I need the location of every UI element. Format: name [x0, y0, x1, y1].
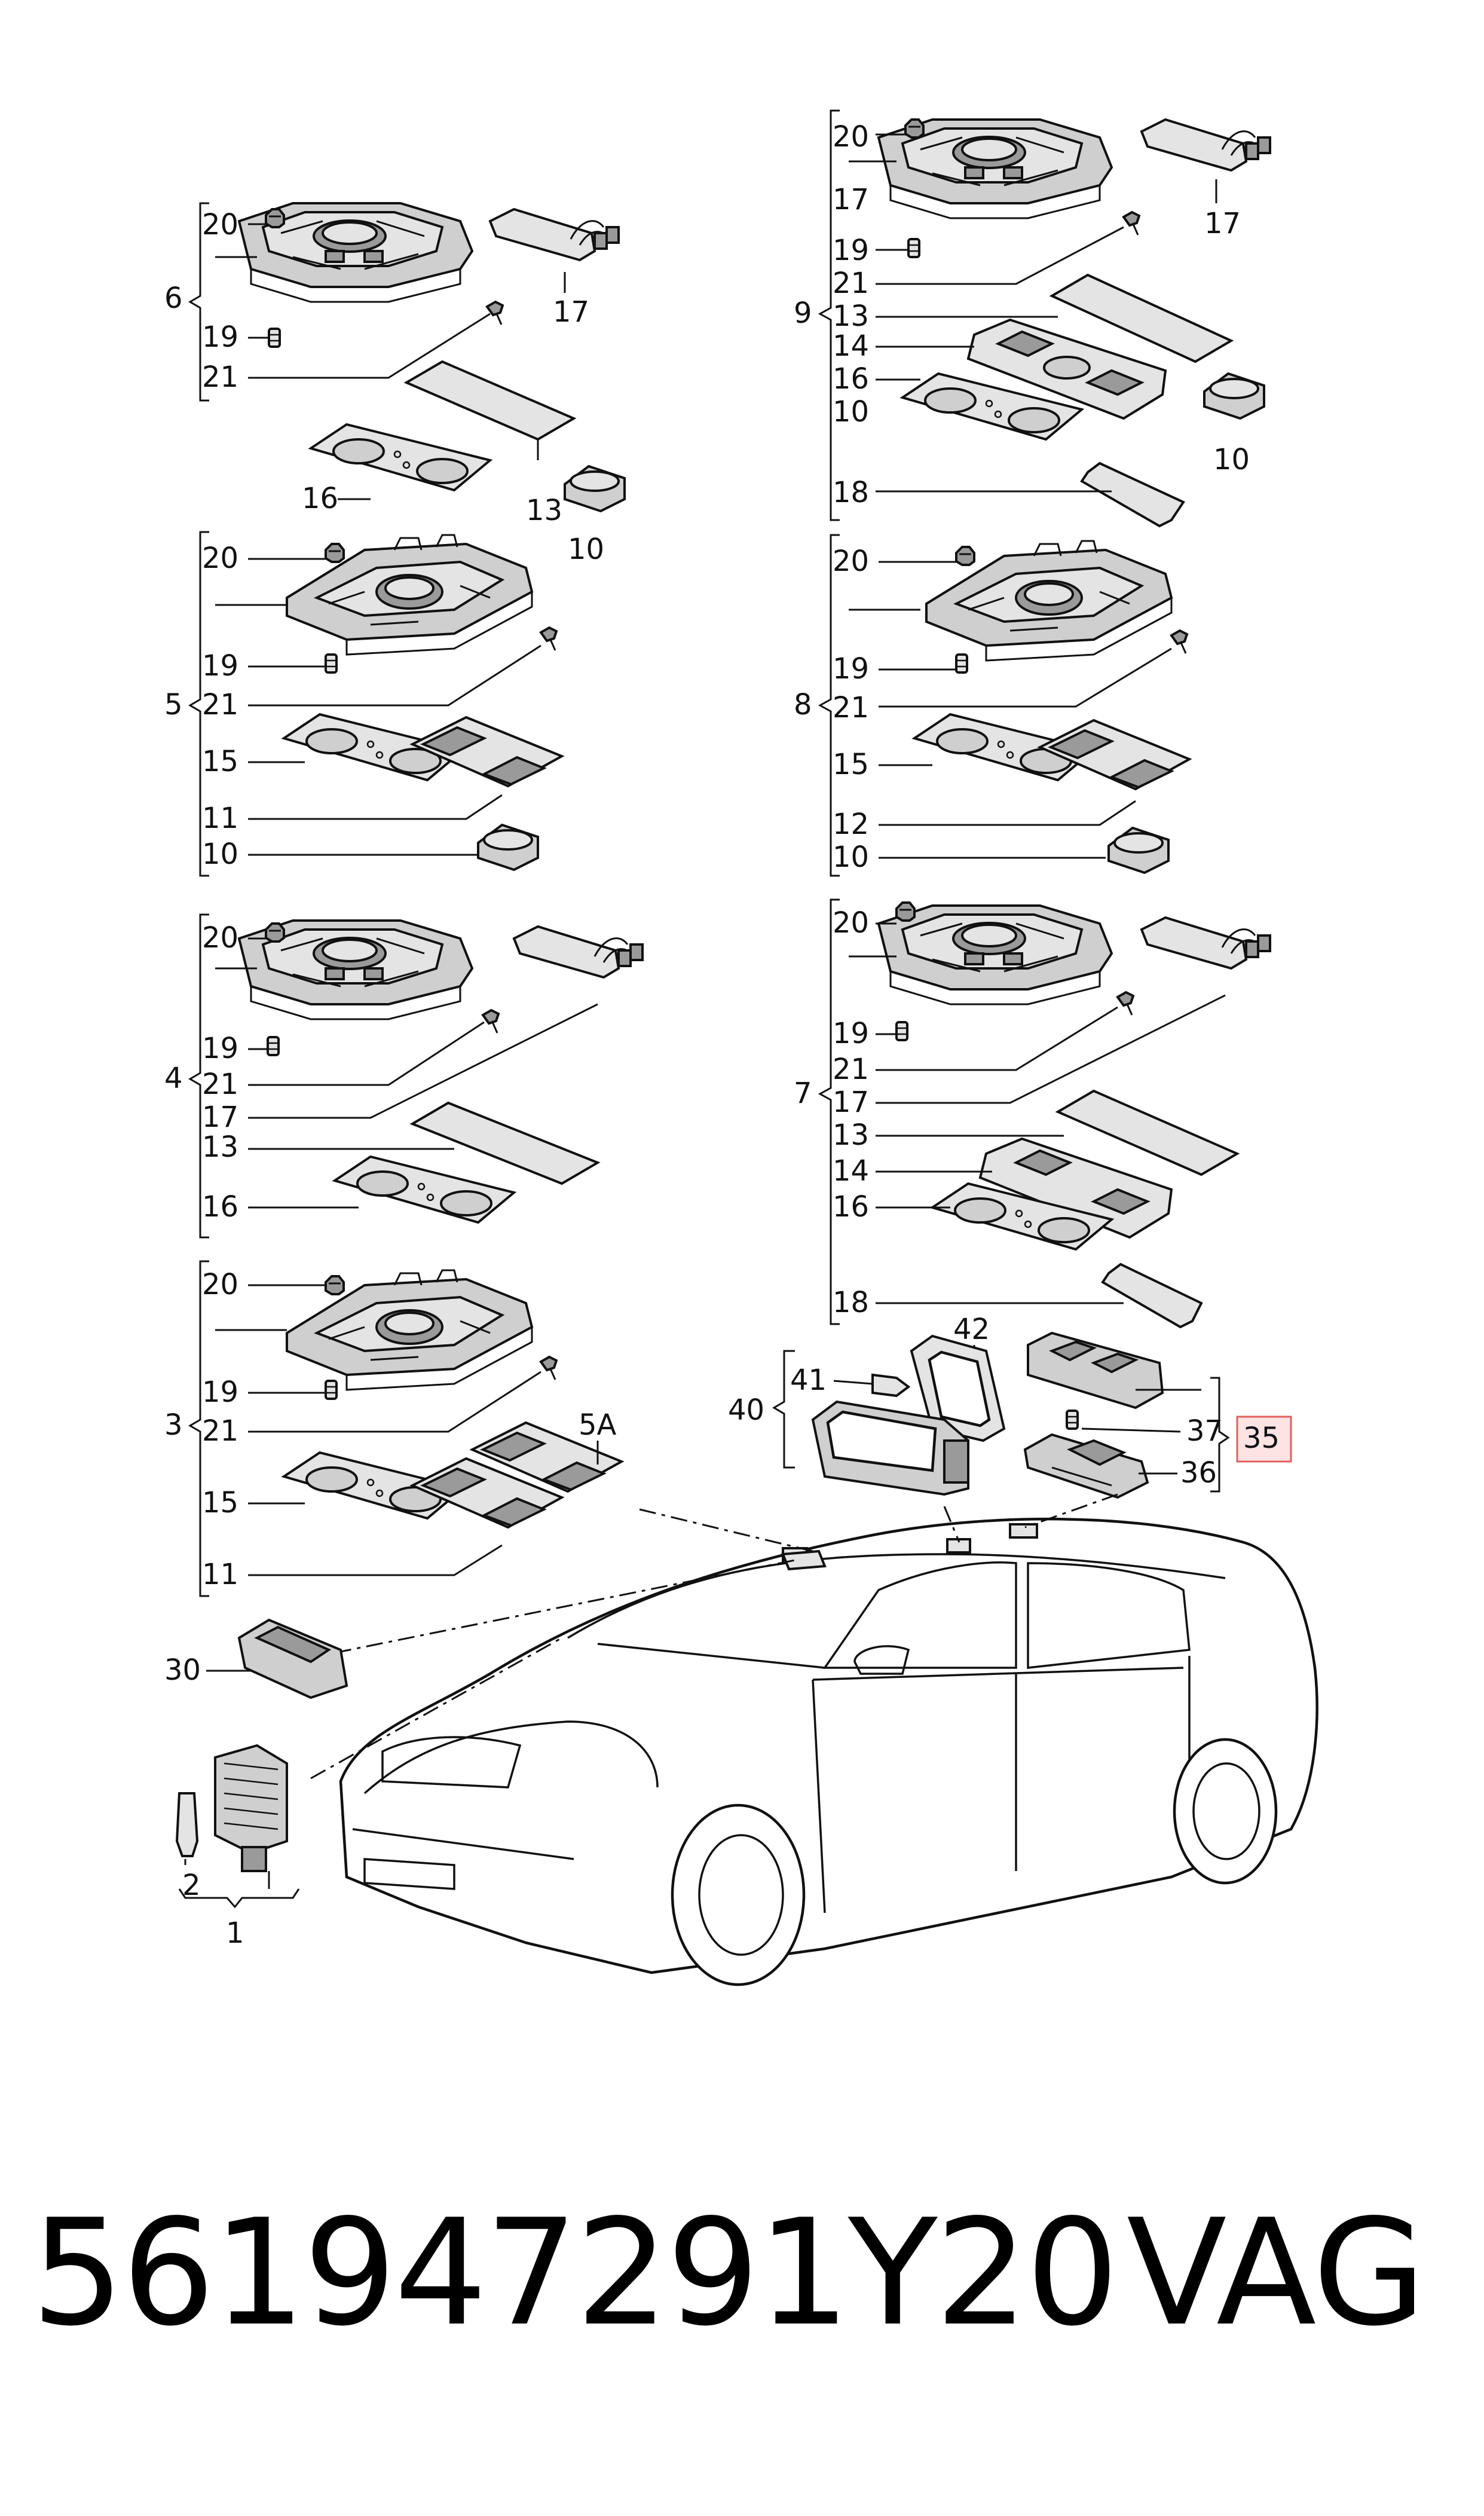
label-15: 15 — [833, 748, 869, 781]
label-21: 21 — [202, 688, 238, 722]
group-40-brace-label: 40 — [728, 1393, 764, 1427]
label-20: 20 — [833, 906, 869, 940]
car-illustration — [310, 1493, 1318, 1986]
label-16: 16 — [833, 1190, 869, 1224]
group-5-brace-label: 5 — [164, 688, 183, 722]
label-21: 21 — [833, 691, 869, 724]
label-17: 17 — [833, 183, 869, 216]
label-21: 21 — [202, 1414, 238, 1448]
label-19: 19 — [833, 652, 869, 686]
group-7-brace-label: 7 — [794, 1077, 812, 1110]
label-19: 19 — [833, 1017, 869, 1050]
label-16: 16 — [202, 1190, 238, 1224]
label-13: 13 — [833, 1118, 869, 1152]
label-21: 21 — [833, 267, 869, 300]
group-8-brace-label: 8 — [794, 688, 812, 722]
group-35: 37 36 35 — [1023, 1331, 1292, 1499]
label-20: 20 — [202, 921, 238, 955]
group-1: 1 2 — [175, 1744, 300, 1950]
group-3: 3 20 19 21 15 11 5A — [164, 1260, 623, 1597]
group-6: 6 20 19 21 17 16 13 10 — [164, 202, 626, 566]
highlight-box — [1236, 1416, 1292, 1463]
label-19: 19 — [833, 234, 869, 267]
label-16: 16 — [302, 482, 338, 515]
group-5: 5 20 19 21 15 11 10 — [164, 531, 563, 877]
label-21: 21 — [202, 360, 238, 394]
label-11: 11 — [202, 802, 238, 835]
label-21: 21 — [202, 1068, 238, 1101]
label-36: 36 — [1180, 1456, 1217, 1490]
label-20: 20 — [202, 542, 238, 575]
label-13: 13 — [526, 494, 562, 527]
label-13: 13 — [202, 1130, 238, 1164]
label-17: 17 — [833, 1086, 869, 1119]
label-17-side: 17 — [1204, 207, 1241, 240]
label-15: 15 — [202, 745, 238, 778]
label-2: 2 — [182, 1869, 201, 1902]
brand-name: VAG — [1127, 2188, 1426, 2358]
label-13: 13 — [833, 299, 869, 333]
group-6-brace-label: 6 — [164, 282, 183, 315]
label-10: 10 — [833, 395, 869, 429]
label-16: 16 — [833, 362, 869, 396]
label-19: 19 — [202, 1375, 238, 1409]
label-21: 21 — [833, 1053, 869, 1086]
group-8: 8 20 19 21 15 12 10 — [794, 534, 1191, 877]
label-42: 42 — [953, 1313, 990, 1346]
label-1: 1 — [226, 1916, 244, 1950]
label-37: 37 — [1186, 1414, 1223, 1448]
label-14: 14 — [833, 329, 869, 363]
label-17: 17 — [553, 295, 589, 329]
label-14: 14 — [833, 1154, 869, 1188]
label-41: 41 — [790, 1364, 827, 1397]
label-10: 10 — [833, 840, 869, 874]
label-18: 18 — [833, 476, 869, 509]
part-number: 561947291Y20 — [31, 2188, 1119, 2358]
label-20: 20 — [833, 120, 869, 154]
label-10-side: 10 — [1213, 443, 1250, 476]
label-10: 10 — [568, 533, 604, 566]
label-18: 18 — [833, 1286, 869, 1319]
group-9-brace-label: 9 — [794, 296, 812, 330]
group-4: 4 20 19 21 17 13 16 — [164, 913, 644, 1239]
label-10: 10 — [202, 837, 238, 871]
part-30: 30 — [164, 1618, 348, 1699]
label-20: 20 — [202, 1268, 238, 1301]
label-19: 19 — [202, 1032, 238, 1065]
group-4-brace-label: 4 — [164, 1062, 183, 1095]
label-20: 20 — [202, 208, 238, 241]
label-19: 19 — [202, 649, 238, 683]
label-11: 11 — [202, 1558, 238, 1591]
group-7: 7 20 19 21 17 13 14 16 18 — [794, 898, 1271, 1329]
label-17: 17 — [202, 1100, 238, 1134]
label-20: 20 — [833, 545, 869, 578]
label-5A: 5A — [579, 1408, 617, 1442]
label-30: 30 — [164, 1653, 201, 1687]
label-19: 19 — [202, 320, 238, 354]
label-35: 35 — [1243, 1421, 1280, 1455]
group-40: 40 41 42 — [728, 1313, 1006, 1496]
label-12: 12 — [833, 808, 869, 841]
group-3-brace-label: 3 — [164, 1408, 183, 1442]
label-15: 15 — [202, 1486, 238, 1520]
group-9: 9 20 17 19 21 13 14 16 10 18 17 10 — [794, 109, 1271, 528]
